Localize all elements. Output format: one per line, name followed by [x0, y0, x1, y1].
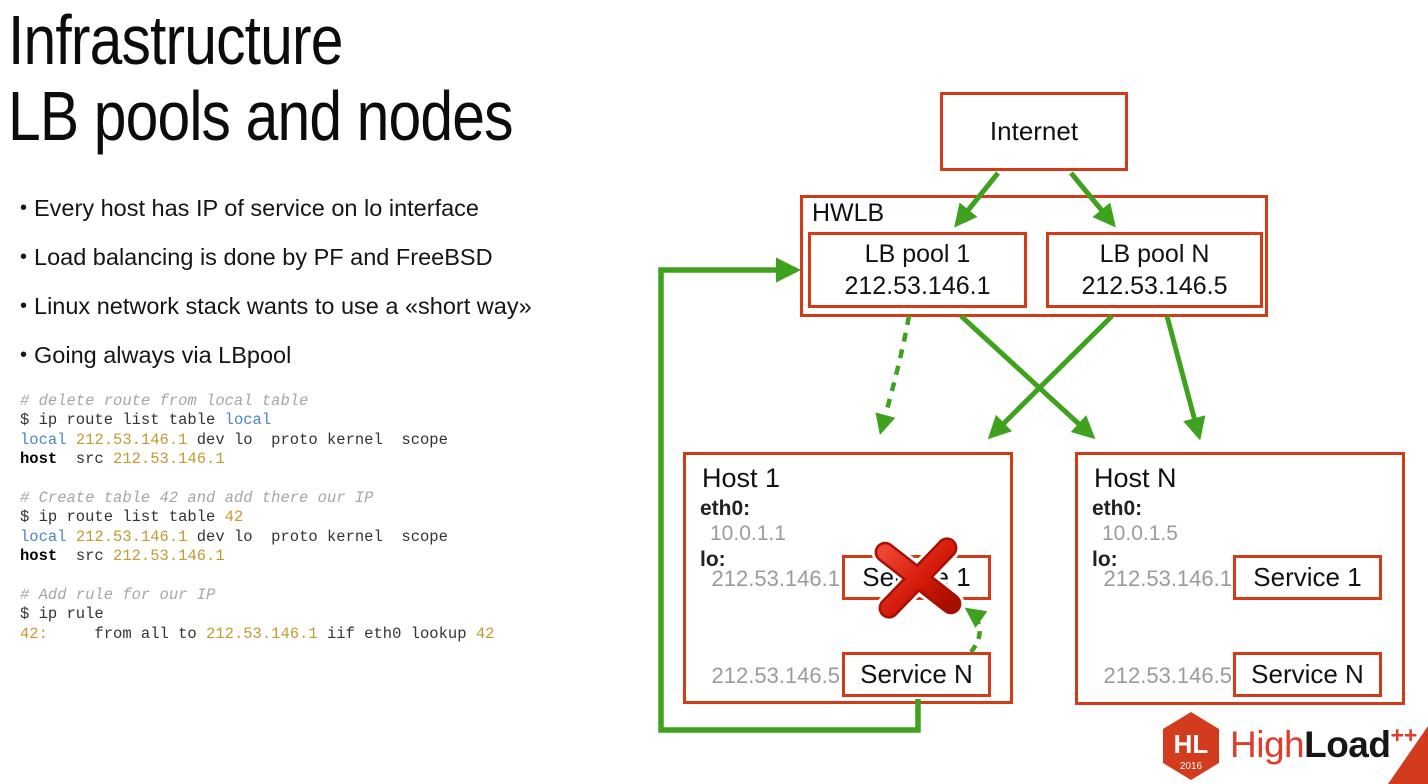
bullet-item: Load balancing is done by PF and FreeBSD [20, 245, 532, 269]
lb-pool-1-ip: 212.53.146.1 [844, 272, 991, 300]
host-name: Host N [1094, 463, 1177, 493]
code-line: local 212.53.146.1 dev lo proto kernel s… [20, 430, 448, 449]
brand-load: Load [1304, 724, 1391, 765]
service-1-box: Service 1 [842, 555, 991, 600]
code-line [20, 470, 494, 489]
bullet-item: Going always via LBpool [20, 343, 532, 367]
brand-plus-plus: ++ [1390, 722, 1418, 748]
service-1-ip: 212.53.146.1 [711, 566, 840, 591]
title-line-2: LB pools and nodes [8, 77, 514, 155]
code-line: $ ip route list table local [20, 411, 272, 430]
lb-pool-n-box: LB pool N 212.53.146.5 [1046, 232, 1263, 308]
corner-triangle [1388, 726, 1428, 784]
service-n-label: Service N [1251, 659, 1364, 689]
code-line: # delete route from local table [20, 392, 309, 410]
bullet-item: Linux network stack wants to use a «shor… [20, 294, 532, 318]
code-line: 42: from all to 212.53.146.1 iif eth0 lo… [20, 624, 495, 643]
lb-pool-1-name: LB pool 1 [864, 240, 971, 268]
lb-pool-n-name: LB pool N [1099, 240, 1210, 268]
code-block: # delete route from local table$ ip rout… [20, 392, 494, 644]
arrow-pool1-to-hostn [959, 314, 1096, 440]
eth0-label: eth0: [1092, 497, 1143, 520]
host-1-box: Host 1 eth0: 10.0.1.1 lo: 212.53.146.1 S… [683, 452, 1013, 704]
code-line: # Create table 42 and add there our IP [20, 489, 374, 508]
service-n-label: Service N [860, 659, 973, 689]
service-1-ip: 212.53.146.1 [1103, 566, 1232, 591]
arrow-pool1-to-host1-dashed [875, 315, 912, 435]
eth0-ip: 10.0.1.1 [710, 522, 786, 545]
hl-hexagon-icon: HL 2016 [1163, 712, 1219, 780]
lo-label: lo: [1092, 548, 1118, 571]
code-line: $ ip rule [20, 605, 104, 624]
service-1-box: Service 1 [1233, 555, 1382, 600]
bullet-item: Every host has IP of service on lo inter… [20, 196, 532, 220]
arrow-pooln-to-hostn [1164, 315, 1206, 441]
service-1-label: Service 1 [1253, 562, 1362, 592]
lb-pool-1-box: LB pool 1 212.53.146.1 [808, 232, 1027, 308]
arrow-pooln-to-host1 [987, 314, 1114, 440]
hex-hl-text: HL [1174, 729, 1209, 759]
eth0-label: eth0: [700, 497, 751, 520]
internet-box: Internet [940, 92, 1128, 171]
hex-year-text: 2016 [1180, 761, 1203, 772]
code-line: local 212.53.146.1 dev lo proto kernel s… [20, 527, 448, 546]
lb-pool-n-ip: 212.53.146.5 [1081, 272, 1228, 300]
hwlb-label: HWLB [812, 199, 885, 227]
page-title: Infrastructure LB pools and nodes [8, 1, 514, 155]
service-n-ip: 212.53.146.5 [1103, 663, 1232, 688]
bullet-list: Every host has IP of service on lo inter… [20, 196, 532, 392]
code-line: host src 212.53.146.1 [20, 450, 225, 469]
service-n-box: Service N [842, 652, 991, 697]
brand-high: High [1230, 724, 1305, 765]
service-n-box: Service N [1233, 652, 1382, 697]
highload-logo: HL 2016 HighLoad++ [1158, 708, 1428, 784]
service-n-ip: 212.53.146.5 [711, 663, 840, 688]
internet-label: Internet [989, 116, 1079, 146]
code-line [20, 567, 494, 586]
code-line: host src 212.53.146.1 [20, 547, 225, 566]
service-1-label: Service 1 [862, 562, 971, 592]
host-n-box: Host N eth0: 10.0.1.5 lo: 212.53.146.1 S… [1075, 452, 1405, 705]
brand-wordmark: HighLoad++ [1230, 722, 1418, 766]
title-line-1: Infrastructure [8, 1, 343, 79]
code-line: $ ip route list table 42 [20, 508, 244, 527]
host-name: Host 1 [702, 463, 781, 493]
code-line: # Add rule for our IP [20, 586, 216, 605]
eth0-ip: 10.0.1.5 [1102, 522, 1178, 545]
